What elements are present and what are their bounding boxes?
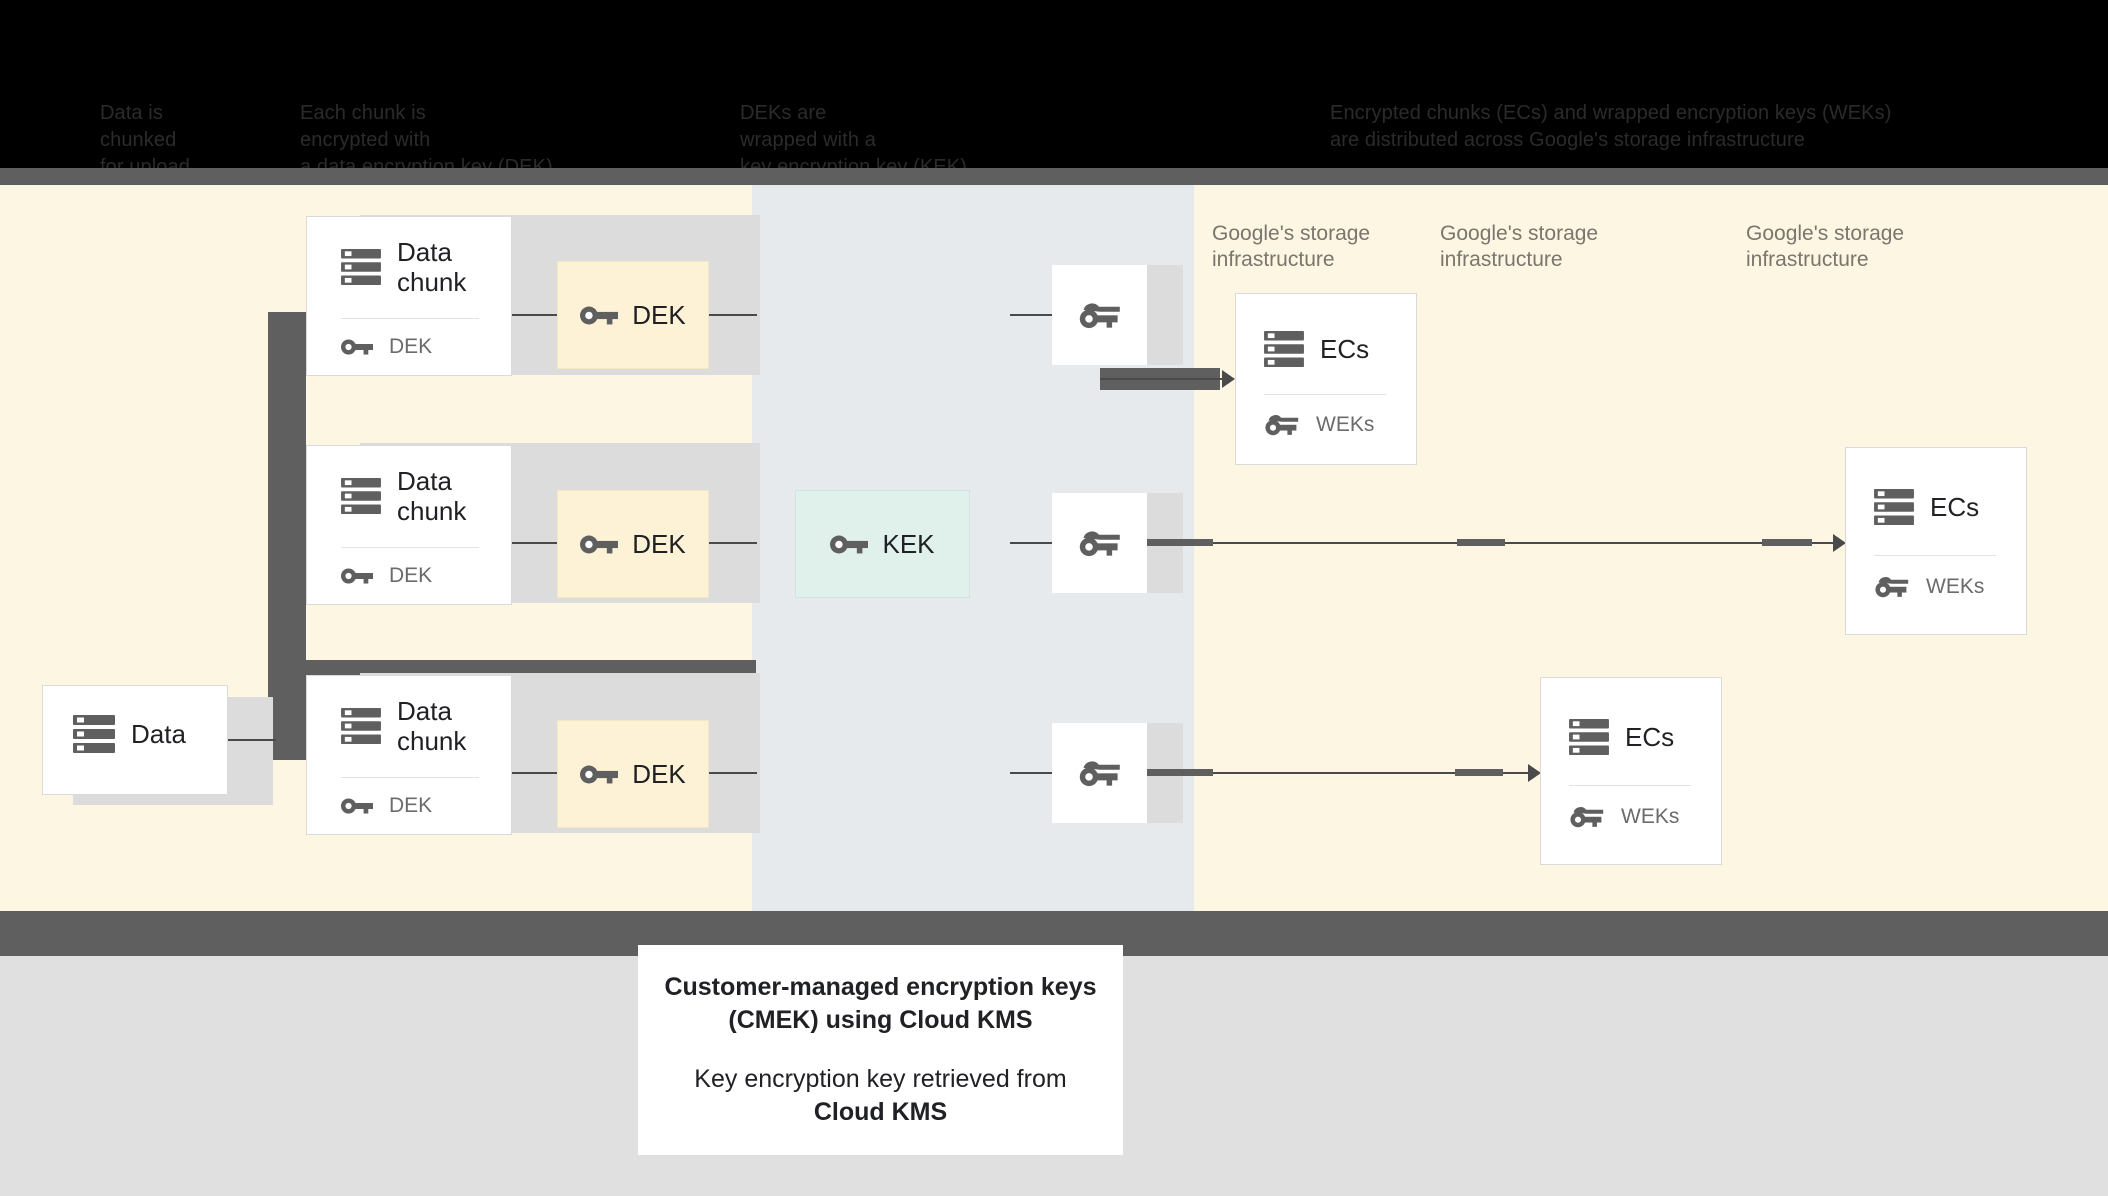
chunk-card-1-divider	[341, 318, 479, 319]
caption-body-line-2: Cloud KMS	[813, 1098, 948, 1126]
chunk-card-1[interactable]: Data chunk DEK	[306, 216, 512, 376]
kek-to-wek2-line	[1010, 542, 1056, 544]
key-icon	[341, 337, 373, 357]
wek-box-1[interactable]	[1052, 265, 1147, 365]
ecs-card-3-divider	[1569, 785, 1691, 786]
wek3-arrow-head	[1528, 764, 1541, 782]
storage-icon	[1874, 488, 1914, 526]
wek2-arrow-seg-3	[1762, 539, 1812, 546]
wek1-in-line	[1010, 314, 1056, 316]
dek-box-3[interactable]: DEK	[557, 720, 709, 828]
kek-box[interactable]: KEK	[795, 490, 970, 598]
wrapped-key-icon	[1569, 804, 1605, 829]
wek3-arrow-seg-1	[1147, 769, 1213, 776]
ecs-card-1-subtitle: WEKs	[1316, 412, 1375, 436]
chunk-card-2-divider	[341, 547, 479, 548]
dek2-out-line	[709, 542, 757, 544]
tree-trunk	[268, 312, 306, 760]
wek3-arrow-seg-2	[1455, 769, 1503, 776]
wek3-arrow-line	[1147, 772, 1532, 774]
wrapped-key-icon	[1078, 528, 1122, 558]
chunk-card-3-subtitle: DEK	[389, 794, 433, 817]
wek1-arrow-line	[1100, 378, 1230, 380]
wek2-arrow-seg-1	[1147, 539, 1213, 546]
dek-box-1-label: DEK	[632, 299, 686, 330]
header-band: Data is chunked for upload Each chunk is…	[0, 0, 2108, 178]
ecs-card-2[interactable]: ECs WEKs	[1845, 447, 2027, 635]
wrapped-key-icon	[1078, 300, 1122, 330]
wek-box-3[interactable]	[1052, 723, 1147, 823]
chunk-card-2[interactable]: Data chunk DEK	[306, 445, 512, 605]
kek-box-label: KEK	[882, 528, 935, 559]
dek-box-1[interactable]: DEK	[557, 261, 709, 369]
wek3-in-line	[1010, 772, 1056, 774]
storage-icon	[1569, 718, 1609, 756]
dek-box-3-label: DEK	[632, 758, 686, 789]
chunk2-to-dek2-line	[512, 542, 560, 544]
caption-title: Customer-managed encryption keys (CMEK) …	[664, 973, 1097, 1034]
wek1-arrow-head	[1222, 370, 1235, 388]
wek2-arrow-seg-2	[1457, 539, 1505, 546]
storage-icon	[341, 477, 381, 515]
wek-box-2[interactable]	[1052, 493, 1147, 593]
storage-icon	[341, 248, 381, 286]
chunk-card-3[interactable]: Data chunk DEK	[306, 675, 512, 835]
storage-label-3: Google's storage infrastructure	[1746, 222, 1905, 271]
ecs-card-1[interactable]: ECs WEKs	[1235, 293, 1417, 465]
chunk-card-1-title: Data chunk	[397, 237, 467, 297]
diagram-stage: Data Data chunk	[0, 185, 2108, 911]
storage-label-1: Google's storage infrastructure	[1212, 222, 1371, 271]
key-icon	[580, 763, 619, 786]
chunk-card-3-divider	[341, 777, 479, 778]
data-card[interactable]: Data	[42, 685, 228, 795]
wrapped-key-icon	[1078, 758, 1122, 788]
key-icon	[341, 796, 373, 816]
dek1-out-line	[709, 314, 757, 316]
caption-body: Key encryption key retrieved from Cloud …	[694, 1063, 1066, 1129]
wrapped-key-icon	[1264, 412, 1300, 437]
caption-card[interactable]: Customer-managed encryption keys (CMEK) …	[638, 945, 1123, 1155]
storage-icon	[73, 714, 115, 754]
dek-box-2[interactable]: DEK	[557, 490, 709, 598]
dek-box-2-label: DEK	[632, 528, 686, 559]
caption-body-line-1: Key encryption key retrieved from	[694, 1065, 1067, 1093]
chunk-card-2-title: Data chunk	[397, 466, 467, 526]
key-icon	[580, 533, 619, 556]
data-card-title: Data	[131, 719, 186, 749]
chunk-card-3-title: Data chunk	[397, 696, 467, 756]
header-text-strip: Data is chunked for upload Each chunk is…	[0, 48, 2108, 178]
ecs-card-1-title: ECs	[1320, 334, 1370, 364]
header-column-4: Encrypted chunks (ECs) and wrapped encry…	[1330, 102, 1892, 151]
storage-icon	[1264, 330, 1304, 368]
chunk-card-1-subtitle: DEK	[389, 335, 433, 358]
chunk-card-2-subtitle: DEK	[389, 564, 433, 587]
dek3-out-line	[709, 772, 757, 774]
ecs-card-1-divider	[1264, 394, 1386, 395]
ecs-card-3-title: ECs	[1625, 722, 1675, 752]
storage-icon	[341, 707, 381, 745]
chunk1-to-dek1-line	[512, 314, 560, 316]
key-icon	[341, 566, 373, 586]
key-icon	[580, 304, 619, 327]
wek2-arrow-head	[1833, 534, 1846, 552]
ecs-card-3[interactable]: ECs WEKs	[1540, 677, 1722, 865]
key-icon	[830, 533, 869, 556]
ecs-card-2-subtitle: WEKs	[1926, 574, 1985, 598]
ecs-card-3-subtitle: WEKs	[1621, 804, 1680, 828]
storage-label-2: Google's storage infrastructure	[1440, 222, 1599, 271]
wrapped-key-icon	[1874, 574, 1910, 599]
ecs-card-2-divider	[1874, 555, 1996, 556]
chunk3-to-dek3-line	[512, 772, 560, 774]
footer-band: Customer-managed encryption keys (CMEK) …	[0, 945, 2108, 1196]
ecs-card-2-title: ECs	[1930, 492, 1980, 522]
data-to-tree-line	[228, 739, 276, 741]
